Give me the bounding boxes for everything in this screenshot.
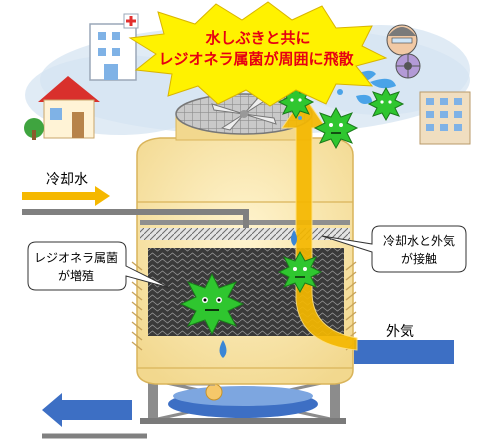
bacteria-icon <box>313 106 359 150</box>
burst-text-line2: レジオネラ属菌が周囲に飛散 <box>158 50 354 68</box>
person-umbrella-icon <box>386 24 421 79</box>
burst-text-line1: 水しぶきと共に <box>205 29 310 47</box>
callout-legionella-line2: が増殖 <box>58 268 94 283</box>
water-droplet-icon <box>291 230 297 246</box>
house-icon <box>24 76 100 140</box>
cooling-water-label: 冷却水 <box>46 172 88 188</box>
callout-contact-line1: 冷却水と外気 <box>383 233 455 248</box>
callout-legionella-growth: レジオネラ属菌 が増殖 <box>27 241 171 291</box>
outside-air-arrow <box>354 340 454 364</box>
alert-burst <box>128 1 388 107</box>
inlet-pipe <box>22 209 249 228</box>
bacteria-icon <box>179 272 245 336</box>
fan-blades-icon <box>211 97 277 131</box>
bacteria-icon <box>367 86 405 122</box>
water-out-arrow <box>42 393 132 427</box>
apartment-icon <box>419 91 471 145</box>
callout-water-air-contact: 冷却水と外気 が接触 <box>321 225 467 273</box>
callout-legionella-line1: レジオネラ属菌 <box>34 251 118 265</box>
bacteria-icon <box>277 250 323 294</box>
hospital-icon <box>89 13 139 81</box>
drift-eliminator <box>140 228 350 240</box>
callout-contact-line2: が接触 <box>401 251 437 266</box>
water-droplet-icon <box>219 340 227 358</box>
outside-air-label: 外気 <box>386 324 414 340</box>
fan-housing <box>175 93 313 141</box>
cooling-water-arrow <box>22 186 110 206</box>
